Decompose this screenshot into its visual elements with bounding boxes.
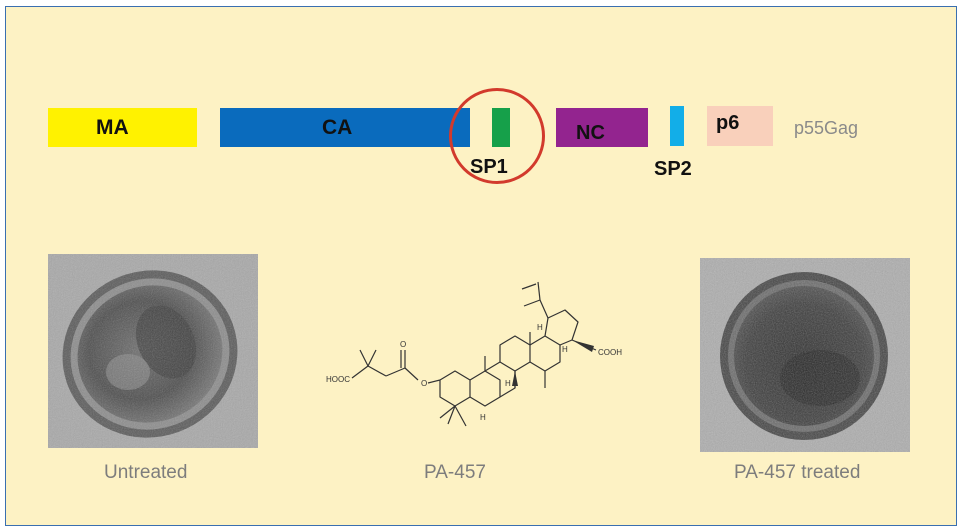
hooc-label: HOOC (326, 375, 350, 384)
sp2-domain (670, 106, 684, 146)
h-label-1: H (480, 413, 486, 422)
ester-o-label: O (421, 379, 427, 388)
treated-particle (700, 258, 910, 452)
p6-label: p6 (716, 112, 740, 134)
p6-domain (707, 106, 773, 146)
untreated-micrograph (48, 254, 258, 448)
ma-label: MA (96, 116, 129, 139)
cooh-label: COOH (598, 348, 622, 357)
ring-c-top (499, 335, 531, 372)
ca-label: CA (322, 116, 353, 139)
h-label-3: H (537, 323, 543, 332)
treated-micrograph (700, 258, 910, 452)
wedge-cooh (572, 340, 594, 352)
h-label-2: H (505, 379, 511, 388)
sp1-label: SP1 (470, 156, 508, 178)
ring-d (529, 335, 561, 372)
ring-e (544, 309, 579, 346)
p55gag-label: p55Gag (794, 118, 859, 138)
untreated-caption: Untreated (104, 462, 188, 483)
sp1-highlight-circle (449, 88, 545, 184)
untreated-particle (48, 254, 258, 448)
sp2-label: SP2 (654, 158, 692, 180)
compound-caption: PA-457 (424, 462, 486, 483)
ma-domain (48, 108, 197, 147)
ring-b (469, 370, 501, 407)
treated-caption: PA-457 treated (734, 462, 861, 483)
wedge-methyl (512, 371, 518, 386)
ring-a (439, 370, 471, 407)
carbonyl-o-label: O (400, 340, 406, 349)
h-label-4: H (562, 345, 568, 354)
nc-domain (556, 108, 648, 147)
ca-domain (220, 108, 470, 147)
nc-label: NC (576, 122, 605, 144)
